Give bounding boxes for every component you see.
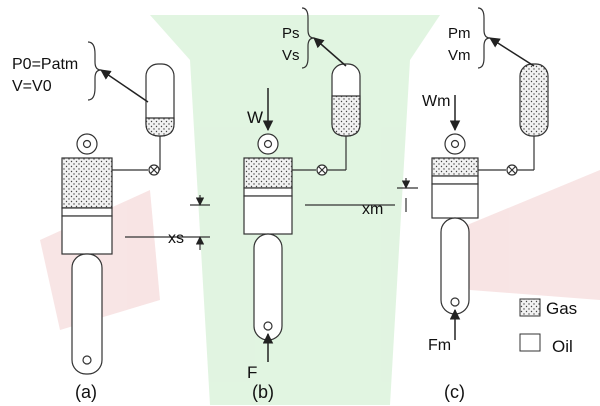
panel-b-force-label: F bbox=[247, 363, 257, 382]
legend bbox=[519, 298, 541, 352]
accumulator-c bbox=[519, 63, 549, 137]
panel-a bbox=[61, 41, 210, 375]
rod-a bbox=[71, 253, 103, 375]
panel-b-displacement-label: xm bbox=[362, 201, 383, 218]
panel-b-volume-label: Vs bbox=[282, 47, 300, 64]
panel-b-pressure-label: Ps bbox=[282, 25, 300, 42]
panel-c-load-label: Wm bbox=[422, 93, 450, 110]
panel-b-caption: (b) bbox=[252, 382, 274, 402]
cylinder-b bbox=[243, 195, 293, 235]
labels: P0=Patm V=V0 xs W Ps Vs xm F Wm Pm Vm Fm… bbox=[12, 25, 577, 402]
panel-b-load-label: W bbox=[247, 108, 263, 127]
gas-chamber-c bbox=[431, 157, 479, 177]
panel-a-pressure-label: P0=Patm bbox=[12, 56, 78, 73]
legend-oil-swatch bbox=[519, 333, 541, 352]
panel-c-pressure-label: Pm bbox=[448, 25, 471, 42]
panel-c bbox=[431, 7, 549, 340]
panel-c-volume-label: Vm bbox=[448, 47, 471, 64]
legend-gas-label: Gas bbox=[546, 299, 577, 318]
panel-c-force-label: Fm bbox=[428, 337, 451, 354]
panel-a-caption: (a) bbox=[75, 382, 97, 402]
brace-a bbox=[87, 41, 102, 101]
gas-chamber-b bbox=[243, 157, 293, 189]
watermark bbox=[40, 15, 600, 405]
panel-c-caption: (c) bbox=[444, 382, 465, 402]
panel-b bbox=[243, 7, 418, 362]
gas-chamber-a bbox=[61, 157, 113, 209]
panel-a-displacement-label: xs bbox=[168, 230, 184, 247]
legend-oil-label: Oil bbox=[552, 337, 573, 356]
panel-a-volume-label: V=V0 bbox=[12, 78, 52, 95]
cylinder-a bbox=[61, 215, 113, 255]
brace-c bbox=[477, 7, 491, 69]
legend-gas-swatch bbox=[519, 298, 541, 317]
cylinder-c bbox=[431, 183, 479, 219]
